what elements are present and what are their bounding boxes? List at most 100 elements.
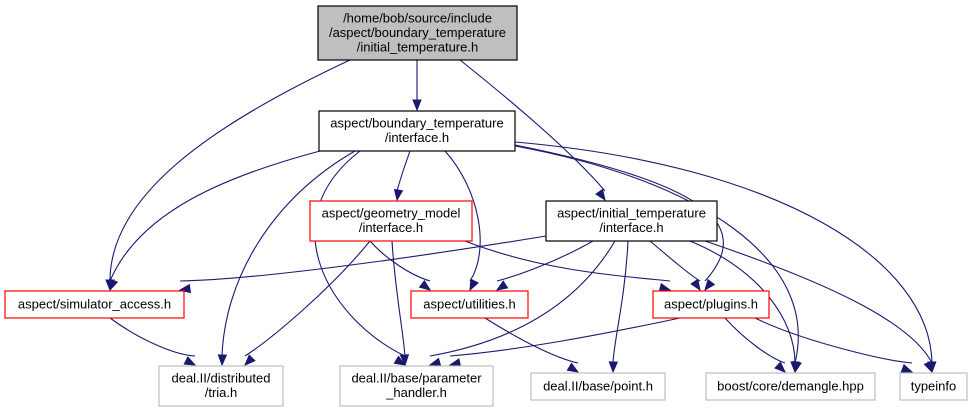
- edge-root-to-it_interface: [459, 59, 606, 202]
- edge-line: [109, 317, 196, 357]
- node-simulator-access[interactable]: aspect/simulator_access.h: [4, 290, 185, 319]
- edge-line: [464, 240, 671, 282]
- node-box: [530, 372, 666, 401]
- node-label-line: deal.II/base/point.h: [543, 378, 653, 393]
- edge-line: [109, 150, 321, 282]
- node-label-line: aspect/initial_temperature: [557, 206, 706, 221]
- node-plugins[interactable]: aspect/plugins.h: [652, 290, 770, 319]
- arrowhead-icon: [690, 278, 701, 292]
- edge-line: [369, 240, 431, 282]
- node-box: [317, 5, 518, 61]
- edge-line: [754, 317, 913, 364]
- edge-gm_interface-to-tria: [244, 240, 371, 366]
- edge-line: [444, 150, 481, 282]
- edge-line: [514, 145, 799, 364]
- edge-bt_interface-to-gm_interface: [393, 150, 411, 202]
- edge-line: [179, 235, 547, 282]
- arrowhead-icon: [399, 354, 410, 367]
- node-label-line: aspect/simulator_access.h: [18, 296, 171, 311]
- edge-root-to-simulator_access: [105, 59, 351, 292]
- node-label-line: aspect/boundary_temperature: [330, 116, 503, 131]
- edge-line: [109, 59, 351, 282]
- node-bt-interface[interactable]: aspect/boundary_temperature/interface.h: [318, 110, 516, 152]
- edge-gm_interface-to-plugins: [464, 240, 672, 293]
- arrowhead-icon: [109, 278, 119, 292]
- arrowhead-icon: [566, 362, 580, 373]
- arrowhead-icon: [412, 99, 422, 112]
- arrowhead-icon: [774, 361, 786, 373]
- node-label-line: deal.II/distributed: [171, 371, 270, 386]
- node-box: [4, 290, 185, 319]
- node-demangle[interactable]: boost/core/demangle.hpp: [705, 372, 876, 401]
- node-box: [309, 200, 473, 242]
- arrowhead-icon: [790, 361, 800, 374]
- node-label-line: aspect/utilities.h: [423, 296, 516, 311]
- arrowhead-icon: [704, 278, 716, 292]
- edge-plugins-to-typeinfo: [754, 317, 914, 373]
- node-it-interface[interactable]: aspect/initial_temperature/interface.h: [545, 200, 718, 242]
- arrowhead-icon: [495, 280, 509, 291]
- edge-line: [612, 240, 629, 364]
- edge-line: [314, 150, 406, 357]
- edge-it_interface-to-point: [608, 240, 629, 374]
- edge-line: [704, 240, 933, 364]
- node-label-line: typeinfo: [911, 378, 957, 393]
- arrowhead-icon: [608, 361, 619, 374]
- edge-line: [724, 317, 786, 364]
- arrowhead-icon: [217, 354, 228, 367]
- edge-bt_interface-to-utilities: [444, 150, 481, 292]
- edge-plugins-to-demangle: [724, 317, 786, 373]
- arrowhead-icon: [923, 360, 933, 374]
- edges-layer: [105, 59, 937, 374]
- arrowhead-icon: [658, 282, 672, 293]
- node-label-line: /interface.h: [599, 220, 663, 235]
- edge-line: [649, 240, 701, 282]
- node-box: [545, 200, 718, 242]
- node-box: [410, 290, 529, 319]
- edge-simulator_access-to-tria: [109, 317, 197, 366]
- arrowhead-icon: [393, 188, 404, 202]
- node-typeinfo[interactable]: typeinfo: [899, 372, 968, 401]
- arrowhead-icon: [183, 356, 197, 366]
- edge-it_interface-to-simulator_access: [178, 235, 547, 294]
- node-utilities[interactable]: aspect/utilities.h: [410, 290, 529, 319]
- arrowhead-icon: [900, 363, 914, 373]
- edge-line: [391, 240, 406, 357]
- node-box: [652, 290, 770, 319]
- edge-line: [429, 240, 616, 357]
- edge-utilities-to-point: [484, 317, 580, 373]
- arrowhead-icon: [428, 357, 442, 367]
- node-label-line: _handler.h: [385, 385, 447, 400]
- node-label-line: /home/bob/source/include: [343, 10, 492, 25]
- edge-bt_interface-to-parameter_handler: [314, 150, 407, 366]
- arrowhead-icon: [469, 278, 479, 292]
- node-tria[interactable]: deal.II/distributed/tria.h: [158, 365, 284, 407]
- edge-line: [221, 150, 356, 357]
- node-parameter-handler[interactable]: deal.II/base/parameter_handler.h: [339, 365, 494, 407]
- arrowhead-icon: [418, 279, 432, 291]
- edge-line: [496, 240, 594, 282]
- edge-line: [484, 317, 579, 364]
- node-box: [158, 365, 284, 407]
- node-label-line: /aspect/boundary_temperature: [329, 25, 506, 40]
- edge-gm_interface-to-parameter_handler: [391, 240, 410, 367]
- node-box: [705, 372, 876, 401]
- edge-it_interface-to-typeinfo: [704, 240, 933, 374]
- node-gm-interface[interactable]: aspect/geometry_model/interface.h: [309, 200, 473, 242]
- node-box: [339, 365, 494, 407]
- node-point[interactable]: deal.II/base/point.h: [530, 372, 666, 401]
- edge-root-to-bt_interface: [412, 59, 422, 112]
- node-box: [899, 372, 968, 401]
- edge-bt_interface-to-tria: [217, 150, 356, 367]
- node-root[interactable]: /home/bob/source/include/aspect/boundary…: [317, 5, 518, 61]
- arrowhead-icon: [393, 355, 407, 366]
- edge-it_interface-to-utilities: [495, 240, 594, 291]
- arrowhead-icon: [244, 354, 256, 366]
- node-label-line: /tria.h: [205, 385, 238, 400]
- node-label-line: boost/core/demangle.hpp: [717, 378, 864, 393]
- edge-line: [459, 59, 606, 192]
- node-label-line: /interface.h: [359, 220, 423, 235]
- node-label-line: /interface.h: [385, 130, 449, 145]
- edge-it_interface-to-parameter_handler: [428, 240, 616, 367]
